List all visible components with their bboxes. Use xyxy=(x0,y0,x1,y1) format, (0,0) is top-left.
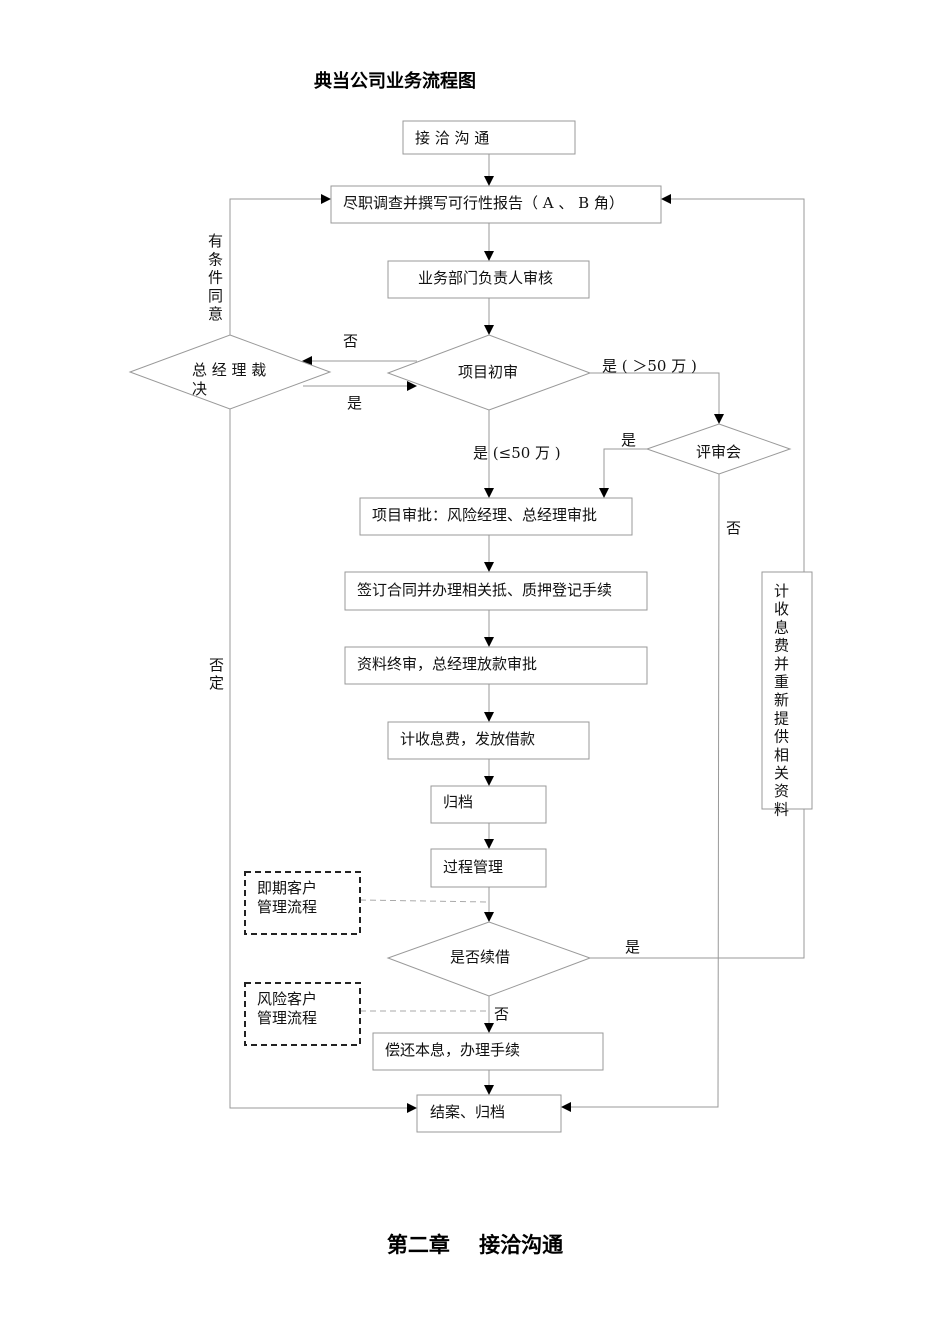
node-due-client-process: 即期客户 管理流程 xyxy=(244,871,361,935)
node-label: 尽职调查并撰写可行性报告（ A 、 B 角） xyxy=(343,194,624,212)
node-risk-client-process: 风险客户 管理流程 xyxy=(244,982,361,1046)
node-approval: 项目审批：风险经理、总经理审批 xyxy=(359,497,633,536)
node-label: 项目审批：风险经理、总经理审批 xyxy=(372,506,597,524)
node-label: 计收息费，发放借款 xyxy=(400,730,535,748)
node-repay: 偿还本息，办理手续 xyxy=(372,1032,604,1071)
connectors xyxy=(229,154,805,1113)
node-label: 过程管理 xyxy=(443,858,503,876)
node-label: 管理流程 xyxy=(257,898,317,916)
vertical-char: 料 xyxy=(774,800,789,818)
label-reject: 否定 xyxy=(209,656,224,692)
node-final-review: 资料终审，总经理放款审批 xyxy=(344,646,648,685)
node-dept-review: 业务部门负责人审核 xyxy=(387,260,590,299)
decision-committee: 评审会 xyxy=(645,423,792,475)
node-disburse: 计收息费，发放借款 xyxy=(387,721,590,760)
node-archive: 归档 xyxy=(430,785,547,824)
vertical-char: 件 xyxy=(208,269,223,287)
decision-initial-review: 项目初审 xyxy=(386,334,592,411)
vertical-char: 费 xyxy=(774,637,789,655)
vertical-char: 关 xyxy=(774,764,789,782)
vertical-char: 收 xyxy=(774,600,789,618)
vertical-char: 并 xyxy=(774,655,789,673)
node-label: 是否续借 xyxy=(450,948,510,966)
vertical-char: 计 xyxy=(774,582,789,600)
label-no-committee: 否 xyxy=(726,519,741,537)
node-label: 决 xyxy=(192,380,207,398)
decision-renew: 是否续借 xyxy=(386,921,592,997)
vertical-char: 同 xyxy=(208,287,223,305)
node-label: 总 经 理 裁 xyxy=(192,361,266,379)
vertical-char: 息 xyxy=(774,618,789,636)
node-process-mgmt: 过程管理 xyxy=(430,848,547,888)
label-yes-over-50: 是 ( ＞50 万 ) xyxy=(602,357,697,375)
node-contract: 签订合同并办理相关抵、质押登记手续 xyxy=(344,571,648,611)
vertical-char: 供 xyxy=(774,728,789,746)
vertical-char: 条 xyxy=(208,250,223,268)
node-contact: 接 洽 沟 通 xyxy=(402,120,576,155)
node-label: 项目初审 xyxy=(458,363,518,381)
vertical-char: 意 xyxy=(208,305,223,323)
vertical-char: 资 xyxy=(774,782,789,800)
node-label: 结案、归档 xyxy=(430,1103,505,1121)
node-label: 偿还本息，办理手续 xyxy=(385,1041,520,1059)
node-label: 业务部门负责人审核 xyxy=(418,269,553,287)
label-yes-committee: 是 xyxy=(621,431,636,449)
vertical-char: 提 xyxy=(774,709,789,727)
vertical-char: 定 xyxy=(209,674,224,692)
label-yes-under-50: 是 (≤50 万 ) xyxy=(473,444,561,462)
node-label: 接 洽 沟 通 xyxy=(415,129,489,147)
label-yes-renew: 是 xyxy=(625,938,640,956)
vertical-char: 新 xyxy=(774,691,789,709)
vertical-char: 有 xyxy=(208,232,223,250)
node-close: 结案、归档 xyxy=(416,1094,562,1133)
node-label: 归档 xyxy=(443,793,473,811)
vertical-char: 否 xyxy=(209,656,224,674)
node-due-diligence: 尽职调查并撰写可行性报告（ A 、 B 角） xyxy=(330,185,662,224)
decision-gm: 总 经 理 裁 决 xyxy=(128,334,332,410)
label-no: 否 xyxy=(343,332,358,350)
vertical-char: 重 xyxy=(774,673,789,691)
node-label: 评审会 xyxy=(696,443,741,461)
page-title: 典当公司业务流程图 xyxy=(314,70,476,92)
label-yes: 是 xyxy=(347,394,362,412)
vertical-char: 相 xyxy=(774,746,789,764)
node-label: 签订合同并办理相关抵、质押登记手续 xyxy=(357,581,612,599)
node-label: 资料终审，总经理放款审批 xyxy=(357,655,537,673)
node-label: 风险客户 xyxy=(257,990,317,1008)
node-label: 管理流程 xyxy=(257,1009,317,1027)
node-label: 即期客户 xyxy=(257,879,317,897)
chapter-heading: 第二章 接洽沟通 xyxy=(387,1233,563,1257)
label-no-renew: 否 xyxy=(494,1005,509,1023)
